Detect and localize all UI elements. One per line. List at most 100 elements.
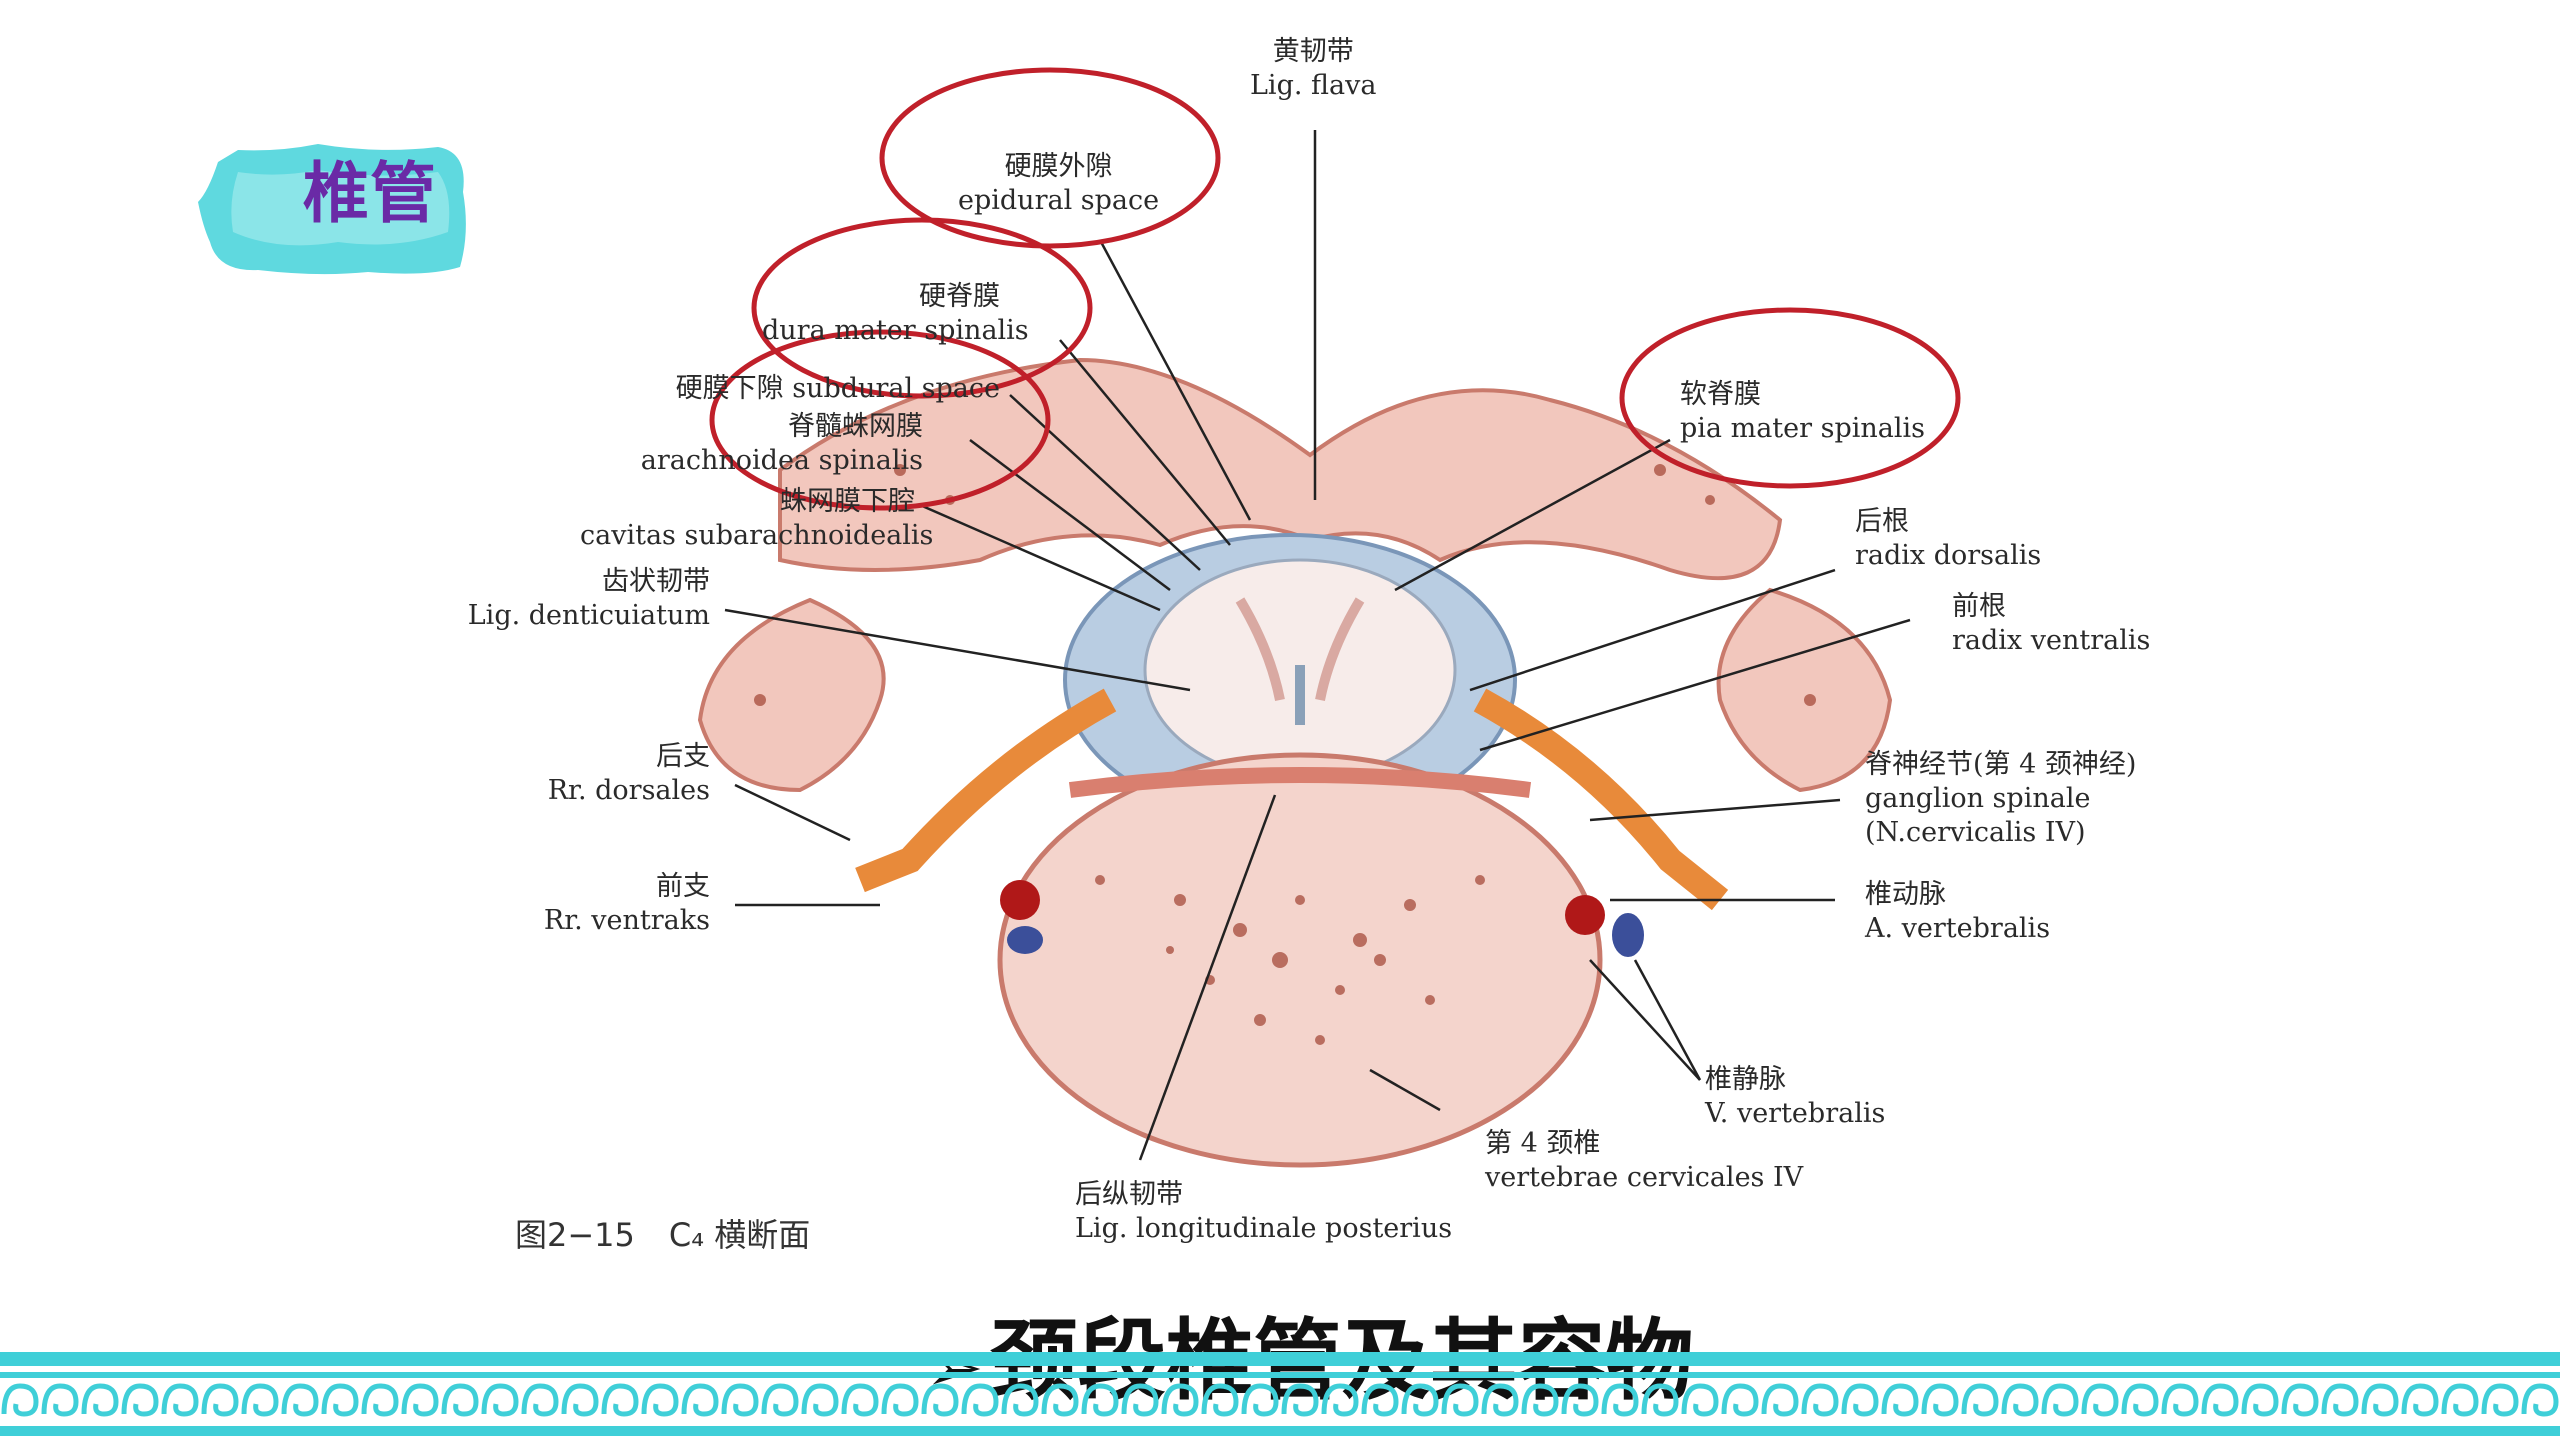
transverse-process-left: [697, 597, 886, 793]
label-subdural: 硬膜下隙 subdural space: [608, 372, 1000, 406]
label-pia: 软脊膜 pia mater spinalis: [1680, 378, 1925, 446]
wave-motif: [921, 1383, 959, 1417]
wave-motif: [1561, 1383, 1599, 1417]
label-vertebrae-en: vertebrae cervicales IV: [1485, 1162, 1804, 1193]
wave-motif: [1961, 1383, 1999, 1417]
wave-motif: [1401, 1383, 1439, 1417]
wave-motif: [801, 1383, 839, 1417]
caption-text: C₄ 横断面: [668, 1216, 811, 1254]
label-subarachnoid-zh: 蛛网膜下腔: [780, 486, 915, 517]
label-subarachnoid-en: cavitas subarachnoidealis: [580, 520, 934, 551]
wave-motif: [2361, 1383, 2399, 1417]
wave-motif: [201, 1383, 239, 1417]
wave-motif: [761, 1383, 799, 1417]
label-rr-ventraks-zh: 前支: [656, 871, 710, 902]
label-denticulatum: 齿状韧带 Lig. denticuiatum: [460, 565, 710, 633]
wave-motif: [81, 1383, 119, 1417]
label-ganglion-en2: (N.cervicalis IV): [1865, 817, 2086, 848]
figure-caption: 图2−15 C₄ 横断面: [515, 1210, 844, 1256]
wave-motif: [361, 1383, 399, 1417]
wave-motif: [1521, 1383, 1559, 1417]
label-rr-dorsales-zh: 后支: [656, 741, 710, 772]
label-pia-zh: 软脊膜: [1680, 379, 1761, 410]
wave-motif: [2481, 1383, 2519, 1417]
nerve-root-left: [855, 688, 1117, 893]
wave-motif: [281, 1383, 319, 1417]
wave-motif: [1001, 1383, 1039, 1417]
cloud-shape: [198, 144, 466, 275]
wave-motif: [1801, 1383, 1839, 1417]
wave-motif: [1481, 1383, 1519, 1417]
leader-lines: [724, 130, 1911, 1161]
wave-motif: [2201, 1383, 2239, 1417]
label-lig-flava-zh: 黄韧带: [1272, 36, 1354, 67]
vertebral-artery-left: [1000, 880, 1040, 920]
caption-number: 图2−15: [515, 1216, 635, 1254]
label-rr-dorsales: 后支 Rr. dorsales: [520, 740, 710, 808]
wave-motif: [2401, 1383, 2439, 1417]
wave-motif: [121, 1383, 159, 1417]
label-subdural-zh: 硬膜下隙 subdural space: [675, 373, 1000, 404]
label-vertebrae-zh: 第 4 颈椎: [1485, 1128, 1601, 1159]
label-lig-flava: 黄韧带 Lig. flava: [1250, 35, 1376, 103]
wave-motif: [2121, 1383, 2159, 1417]
highlight-dura: [751, 217, 1093, 399]
wave-motif: [961, 1383, 999, 1417]
label-a-vertebralis-zh: 椎动脉: [1865, 879, 1946, 910]
label-epidural-en: epidural space: [958, 185, 1160, 216]
label-v-vertebralis-en: V. vertebralis: [1705, 1098, 1886, 1129]
label-ganglion-en: ganglion spinale: [1865, 783, 2091, 814]
section-tag: 椎管: [198, 132, 468, 282]
wave-motif: [481, 1383, 519, 1417]
label-arachnoid-zh: 脊髓蛛网膜: [788, 411, 923, 442]
highlight-circles: [709, 67, 1961, 511]
label-ganglion-zh: 脊神经节(第 4 颈神经): [1865, 749, 2137, 780]
vertebral-body: [997, 752, 1603, 1168]
label-denticulatum-zh: 齿状韧带: [602, 566, 710, 597]
wave-motif: [1441, 1383, 1479, 1417]
highlight-arachnoid: [709, 329, 1051, 511]
label-v-vertebralis: 椎静脉 V. vertebralis: [1705, 1063, 1885, 1131]
label-dura-zh: 硬脊膜: [919, 281, 1000, 312]
label-radix-ventralis-zh: 前根: [1952, 591, 2006, 622]
wave-motif: [2441, 1383, 2479, 1417]
wave-motif: [2241, 1383, 2279, 1417]
label-pia-en: pia mater spinalis: [1680, 413, 1926, 444]
label-a-vertebralis-en: A. vertebralis: [1865, 913, 2051, 944]
wave-motif: [1241, 1383, 1279, 1417]
label-ganglion: 脊神经节(第 4 颈神经) ganglion spinale (N.cervic…: [1865, 748, 2136, 850]
label-rr-ventraks-en: Rr. ventraks: [543, 905, 710, 936]
label-radix-dorsalis: 后根 radix dorsalis: [1855, 505, 2041, 573]
anatomy-figure: 黄韧带 Lig. flava 硬膜外隙 epidural space 硬脊膜 d…: [468, 0, 2330, 1290]
decorative-wave-border: [0, 1352, 2560, 1436]
label-rr-dorsales-en: Rr. dorsales: [547, 775, 710, 806]
c4-cross-section-illustration: [697, 67, 1961, 1168]
highlight-epidural: [879, 67, 1221, 249]
label-lig-flava-en: Lig. flava: [1250, 70, 1377, 101]
wave-motif: [2081, 1383, 2119, 1417]
wave-motif: [1161, 1383, 1199, 1417]
label-rr-ventraks: 前支 Rr. ventraks: [520, 870, 710, 938]
label-radix-dorsalis-zh: 后根: [1855, 506, 1909, 537]
nerve-root-right: [1473, 688, 1729, 911]
wave-motif: [2041, 1383, 2079, 1417]
wave-motif: [241, 1383, 279, 1417]
label-lig-long: 后纵韧带 Lig. longitudinale posterius: [1075, 1178, 1452, 1246]
wave-motif: [1041, 1383, 1079, 1417]
wave-motif: [1321, 1383, 1359, 1417]
posterior-longitudinal-ligament: [1068, 767, 1532, 798]
wave-motif: [1361, 1383, 1399, 1417]
wave-motif: [1721, 1383, 1759, 1417]
wave-motif: [2161, 1383, 2199, 1417]
label-subarachnoid: 蛛网膜下腔 cavitas subarachnoidealis: [580, 485, 934, 553]
label-epidural: 硬膜外隙 epidural space: [958, 150, 1159, 218]
wave-motif: [841, 1383, 879, 1417]
wave-motif: [321, 1383, 359, 1417]
label-arachnoid-en: arachnoidea spinalis: [640, 445, 923, 476]
wave-motif: [2521, 1383, 2559, 1417]
wave-motif: [2321, 1383, 2359, 1417]
wave-motif: [601, 1383, 639, 1417]
wave-motif: [1641, 1383, 1679, 1417]
label-vertebrae: 第 4 颈椎 vertebrae cervicales IV: [1485, 1127, 1803, 1195]
